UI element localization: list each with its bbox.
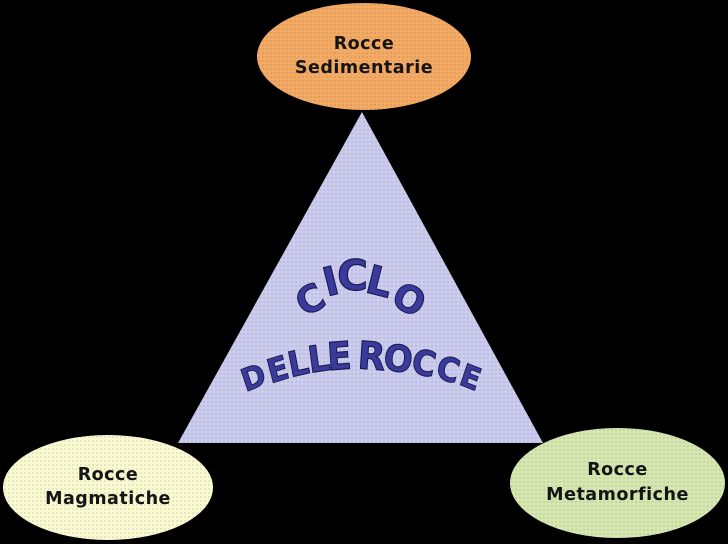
cycle-triangle	[178, 112, 543, 443]
node-label-line1: Rocce	[587, 460, 648, 480]
node-label-line1: Rocce	[333, 33, 395, 54]
node-rocce-metamorfiche: Rocce Metamorfiche	[510, 428, 725, 538]
node-label-line1: Rocce	[77, 464, 139, 485]
node-label-line2: Magmatiche	[45, 489, 171, 509]
node-label-line2: Metamorfiche	[546, 484, 689, 505]
node-rocce-magmatiche: Rocce Magmatiche	[3, 435, 213, 540]
node-label-line2: Sedimentarie	[294, 58, 434, 78]
node-rocce-sedimentarie: Rocce Sedimentarie	[257, 3, 471, 110]
